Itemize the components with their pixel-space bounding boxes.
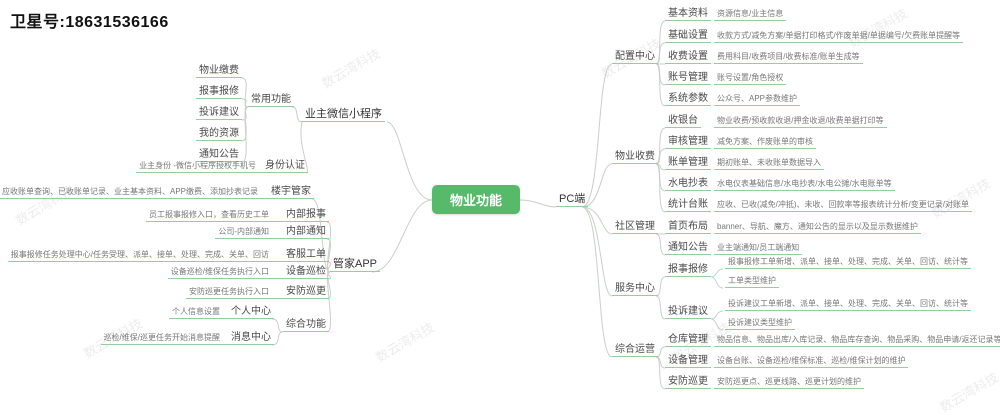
desc-notice-mgmt[interactable]: 业主端通知/员工端通知	[714, 242, 803, 255]
node-property-payment[interactable]: 物业缴费	[196, 65, 242, 78]
desc-internal-report[interactable]: 员工报事报修入口，查看历史工单	[146, 209, 283, 222]
node-notices[interactable]: 通知公告	[196, 149, 242, 162]
node-complaint-workorder[interactable]: 投诉建议	[665, 306, 711, 319]
node-cashier[interactable]: 收银台	[665, 115, 701, 128]
desc-security-patrol-app[interactable]: 安防巡更任务执行入口	[186, 286, 283, 299]
node-my-resources[interactable]: 我的资源	[196, 128, 242, 141]
node-meter-reading[interactable]: 水电抄表	[665, 178, 711, 191]
node-owner-miniprogram[interactable]: 业主微信小程序	[302, 108, 385, 122]
node-repair-report[interactable]: 报事报修	[196, 86, 242, 99]
desc-equipment-mgmt[interactable]: 设备台账、设备巡检/维保标准、巡检/维保计划的维护	[714, 355, 909, 368]
desc-security-patrol-pc[interactable]: 安防巡更点、巡更线路、巡更计划的维护	[714, 376, 864, 389]
desc-system-params[interactable]: 公众号、APP参数维护	[714, 93, 801, 106]
node-warehouse-mgmt[interactable]: 仓库管理	[665, 334, 711, 347]
node-home-layout[interactable]: 首页布局	[665, 221, 711, 234]
node-config-center[interactable]: 配置中心	[612, 51, 658, 64]
node-stats-ledger[interactable]: 统计台账	[665, 199, 711, 212]
node-audit-mgmt[interactable]: 审核管理	[665, 136, 711, 149]
desc-service-workorder[interactable]: 报事报修任务处理中心/任务受理、派单、接单、处理、完成、关单、回访	[7, 249, 283, 262]
node-repair-workorder[interactable]: 报事报修	[665, 264, 711, 277]
node-security-patrol-app[interactable]: 安防巡更	[283, 286, 329, 299]
desc-message-center[interactable]: 巡检/维保/巡更任务开始消息提醒	[100, 332, 228, 345]
desc-stats-ledger[interactable]: 应收、已收(减免/冲抵)、未收、回款率等报表统计分析/变更记录/对账单	[714, 199, 972, 212]
node-service-center[interactable]: 服务中心	[612, 283, 658, 296]
node-internal-notice[interactable]: 内部通知	[283, 226, 329, 239]
node-account-mgmt[interactable]: 账号管理	[665, 72, 711, 85]
desc-building-manager[interactable]: 应收账单查询、已收账单记录、业主基本资料、APP缴费、添加抄表记录	[0, 186, 268, 199]
desc-repair-type[interactable]: 工单类型维护	[725, 275, 779, 288]
desc-audit-mgmt[interactable]: 减免方案、作废账单的审核	[714, 136, 816, 149]
node-identity-auth[interactable]: 身份认证	[262, 160, 308, 173]
desc-warehouse-mgmt[interactable]: 物品信息、物品出库/入库记录、物品库存查询、物品采购、物品申请/返还记录等	[714, 334, 1000, 347]
desc-bill-mgmt[interactable]: 期初账单、未收账单数据导入	[714, 157, 824, 170]
node-building-manager[interactable]: 楼宇管家	[268, 186, 314, 199]
node-misc-functions[interactable]: 综合功能	[283, 319, 329, 332]
desc-home-layout[interactable]: banner、导航、魔方、通知公告的显示以及显示数据维护	[714, 221, 921, 234]
node-bill-mgmt[interactable]: 账单管理	[665, 157, 711, 170]
contact-number: 卫星号:18631536166	[10, 14, 169, 31]
node-personal-center[interactable]: 个人中心	[228, 306, 274, 319]
node-housekeeper-app[interactable]: 管家APP	[330, 258, 381, 272]
desc-complaint-workorder[interactable]: 投诉建议工单新增、派单、接单、处理、完成、关单、回访、统计等	[725, 298, 971, 311]
node-common-functions[interactable]: 常用功能	[248, 94, 294, 107]
node-basic-settings[interactable]: 基础设置	[665, 30, 711, 43]
desc-identity[interactable]: 业主身份 -微信小程序授权手机号	[136, 160, 262, 173]
desc-basic-info[interactable]: 资源信息/业主信息	[714, 8, 787, 21]
desc-fee-settings[interactable]: 费用科目/收费项目/收费标准/账单生成等	[714, 51, 863, 64]
desc-meter-reading[interactable]: 水电仪表基础信息/水电抄表/水电公摊/水电账单等	[714, 178, 895, 191]
node-complaints[interactable]: 投诉建议	[196, 107, 242, 120]
desc-personal-center[interactable]: 个人信息设置	[169, 306, 228, 319]
node-basic-info[interactable]: 基本资料	[665, 8, 711, 21]
node-service-workorder[interactable]: 客服工单	[283, 249, 329, 262]
node-equipment-inspection[interactable]: 设备巡检	[283, 266, 329, 279]
desc-repair-workorder[interactable]: 报事报修工单新增、派单、接单、处理、完成、关单、回访、统计等	[725, 256, 971, 269]
connector-lines	[241, 20, 724, 390]
desc-complaint-type[interactable]: 投诉建议类型维护	[725, 317, 795, 330]
node-property-billing[interactable]: 物业收费	[612, 151, 658, 164]
node-system-params[interactable]: 系统参数	[665, 93, 711, 106]
node-pc-side[interactable]: PC端	[556, 193, 589, 207]
desc-account-mgmt[interactable]: 账号设置/角色授权	[714, 72, 787, 85]
node-community-mgmt[interactable]: 社区管理	[612, 221, 658, 234]
node-general-ops[interactable]: 综合运营	[612, 344, 658, 357]
node-fee-settings[interactable]: 收费设置	[665, 51, 711, 64]
node-message-center[interactable]: 消息中心	[228, 332, 274, 345]
desc-equipment-inspection[interactable]: 设备巡检/维保任务执行入口	[167, 266, 283, 279]
node-equipment-mgmt[interactable]: 设备管理	[665, 355, 711, 368]
desc-internal-notice[interactable]: 公司-内部通知	[215, 226, 283, 239]
node-internal-report[interactable]: 内部报事	[283, 209, 329, 222]
desc-basic-settings[interactable]: 收款方式/减免方案/单据打印格式/作废单据/单据编号/欠费账单提醒等	[714, 30, 964, 43]
desc-cashier[interactable]: 物业收费/预收款收退/押金收退/收费单据打印等	[714, 115, 887, 128]
node-notice-mgmt[interactable]: 通知公告	[665, 242, 711, 255]
node-security-patrol-pc[interactable]: 安防巡更	[665, 376, 711, 389]
root-node-property-functions[interactable]: 物业功能	[432, 185, 520, 214]
